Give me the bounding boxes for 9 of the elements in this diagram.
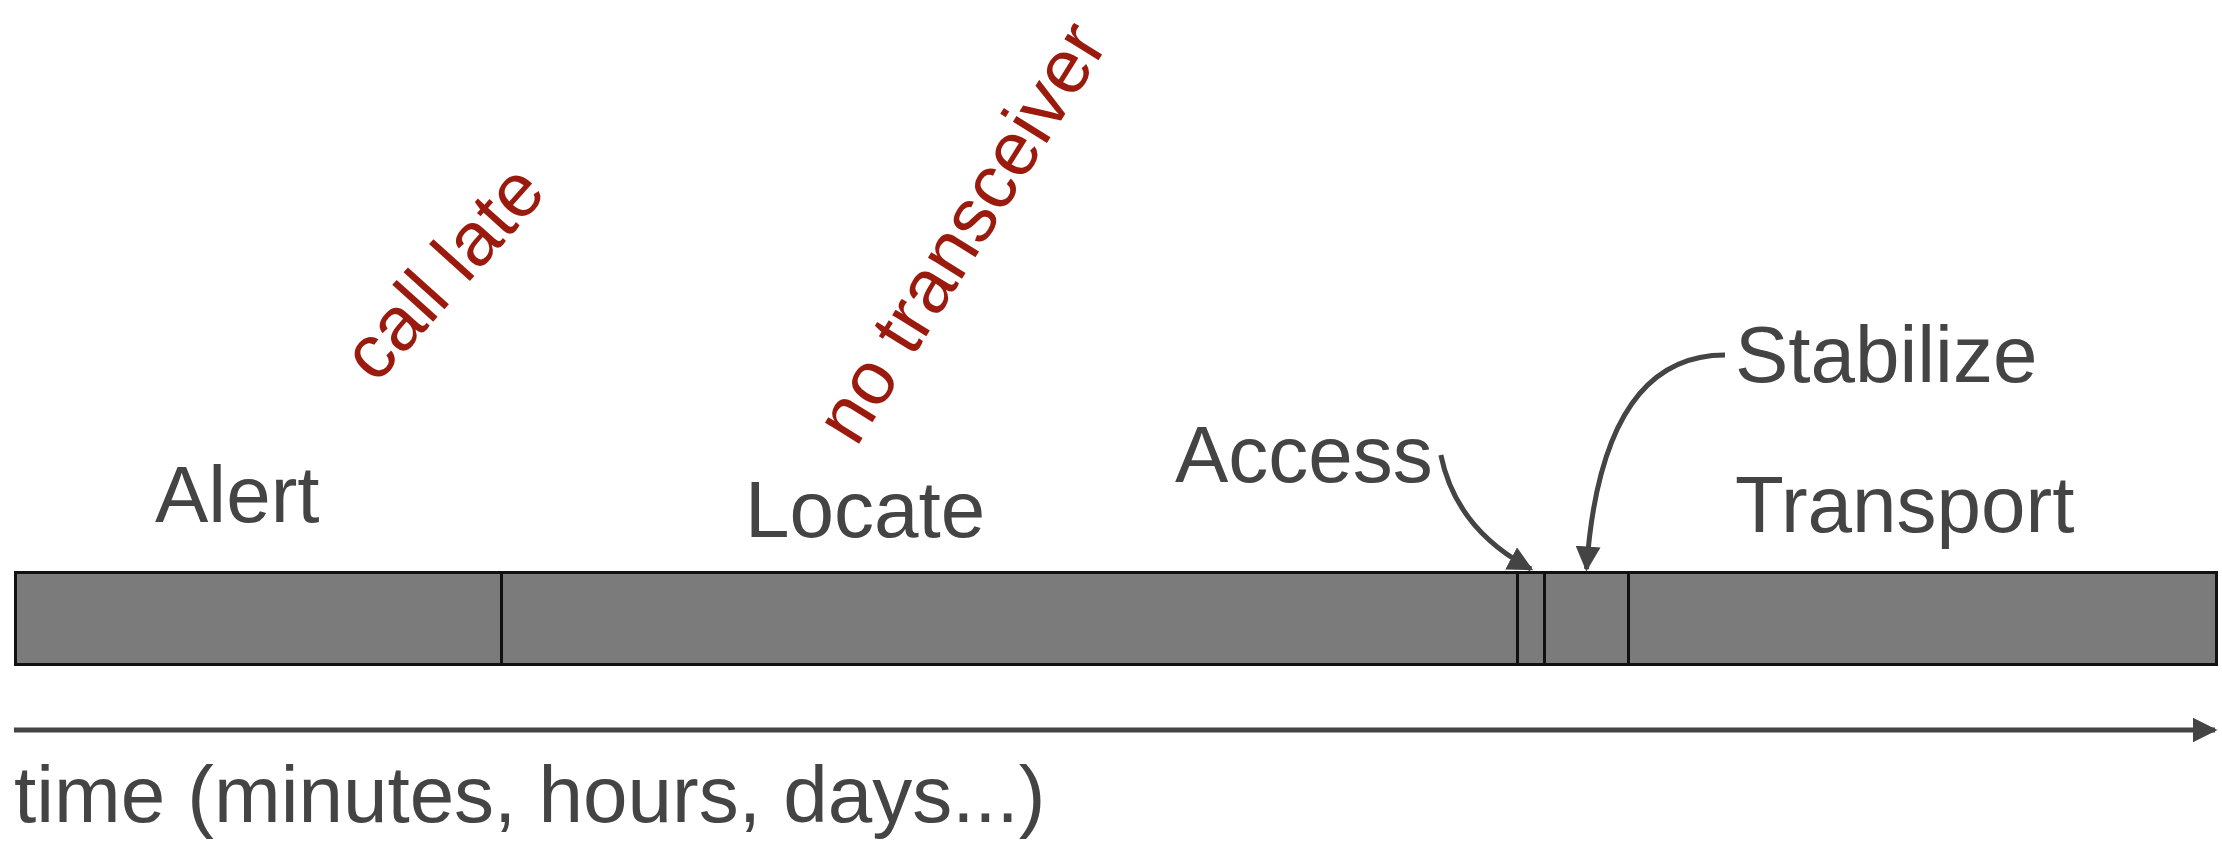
timeline-segment	[1543, 571, 1630, 666]
annotation-note: call late	[328, 150, 558, 394]
arrow	[1576, 352, 1726, 572]
arrow	[1438, 454, 1534, 572]
timeline-segment	[1516, 571, 1546, 666]
phase-label: Locate	[745, 470, 986, 550]
phase-label: Stabilize	[1735, 315, 2038, 395]
phase-label: Access	[1175, 415, 1433, 495]
phase-label: Alert	[155, 455, 320, 535]
